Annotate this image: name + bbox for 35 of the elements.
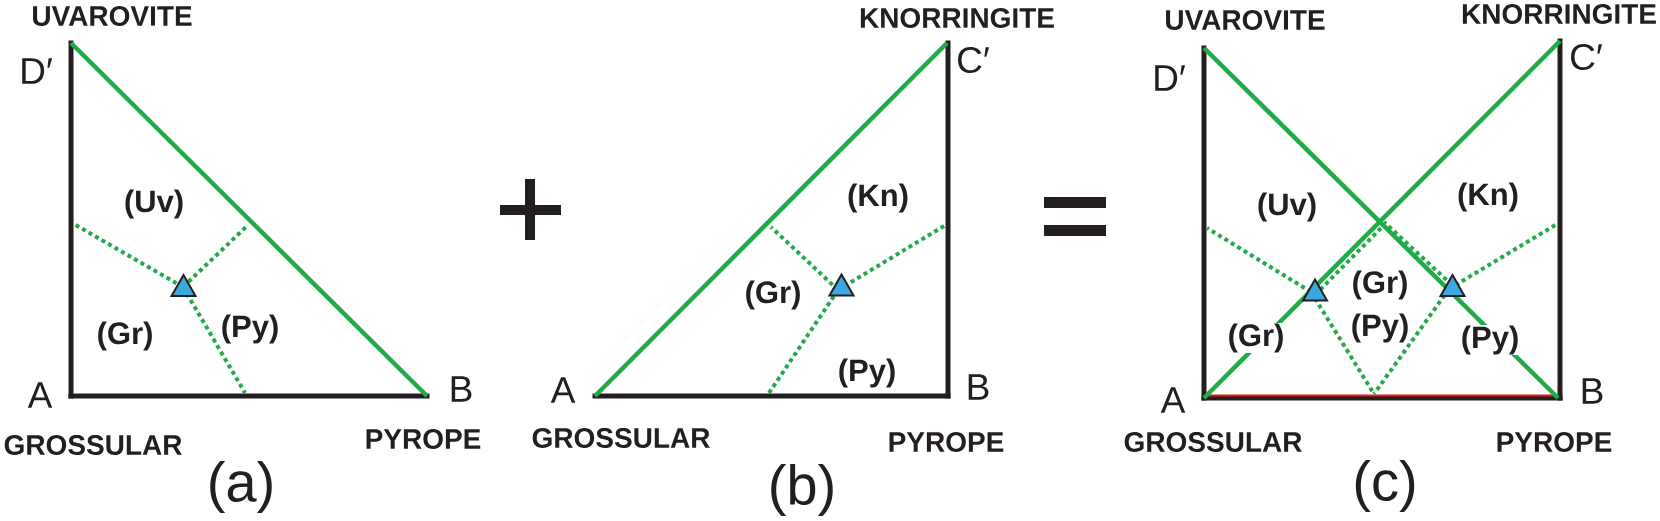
- field-label: (Py): [1350, 313, 1410, 343]
- end-member-label: UVAROVITE: [30, 5, 194, 27]
- panel-label: (b): [767, 463, 837, 517]
- field-label: (Gr): [1351, 270, 1409, 300]
- panel-label: (c): [1351, 459, 1419, 513]
- field-label: (Uv): [1256, 192, 1318, 222]
- field-label: (Gr): [1227, 323, 1285, 353]
- vertex-label: D′: [1151, 64, 1187, 92]
- vertex-label: B: [1579, 377, 1605, 405]
- vertex-label: A: [27, 381, 53, 409]
- field-label: (Uv): [123, 189, 185, 219]
- end-member-label: PYROPE: [887, 431, 1005, 453]
- end-member-label: KNORRINGITE: [1460, 3, 1658, 25]
- field-label: (Gr): [744, 280, 802, 310]
- end-member-label: PYROPE: [1495, 431, 1613, 453]
- end-member-label: GROSSULAR: [1123, 431, 1303, 453]
- field-label: (Kn): [1456, 182, 1520, 212]
- vertex-label: C′: [955, 46, 991, 74]
- field-label: (Py): [1460, 325, 1520, 355]
- vertex-label: B: [448, 375, 474, 403]
- end-member-label: GROSSULAR: [531, 427, 711, 449]
- vertex-label: C′: [1568, 43, 1604, 71]
- vertex-label: A: [550, 376, 576, 404]
- end-member-label: GROSSULAR: [3, 434, 183, 456]
- field-label: (Py): [220, 314, 280, 344]
- end-member-label: PYROPE: [364, 428, 482, 450]
- field-label: (Kn): [846, 183, 910, 213]
- end-member-label: KNORRINGITE: [858, 7, 1056, 29]
- panel-label: (a): [206, 460, 276, 514]
- vertex-label: A: [1160, 386, 1186, 414]
- field-label: (Py): [837, 358, 897, 388]
- field-label: (Gr): [96, 321, 154, 351]
- vertex-label: D′: [18, 57, 54, 85]
- end-member-label: UVAROVITE: [1163, 9, 1327, 31]
- vertex-label: B: [965, 373, 991, 401]
